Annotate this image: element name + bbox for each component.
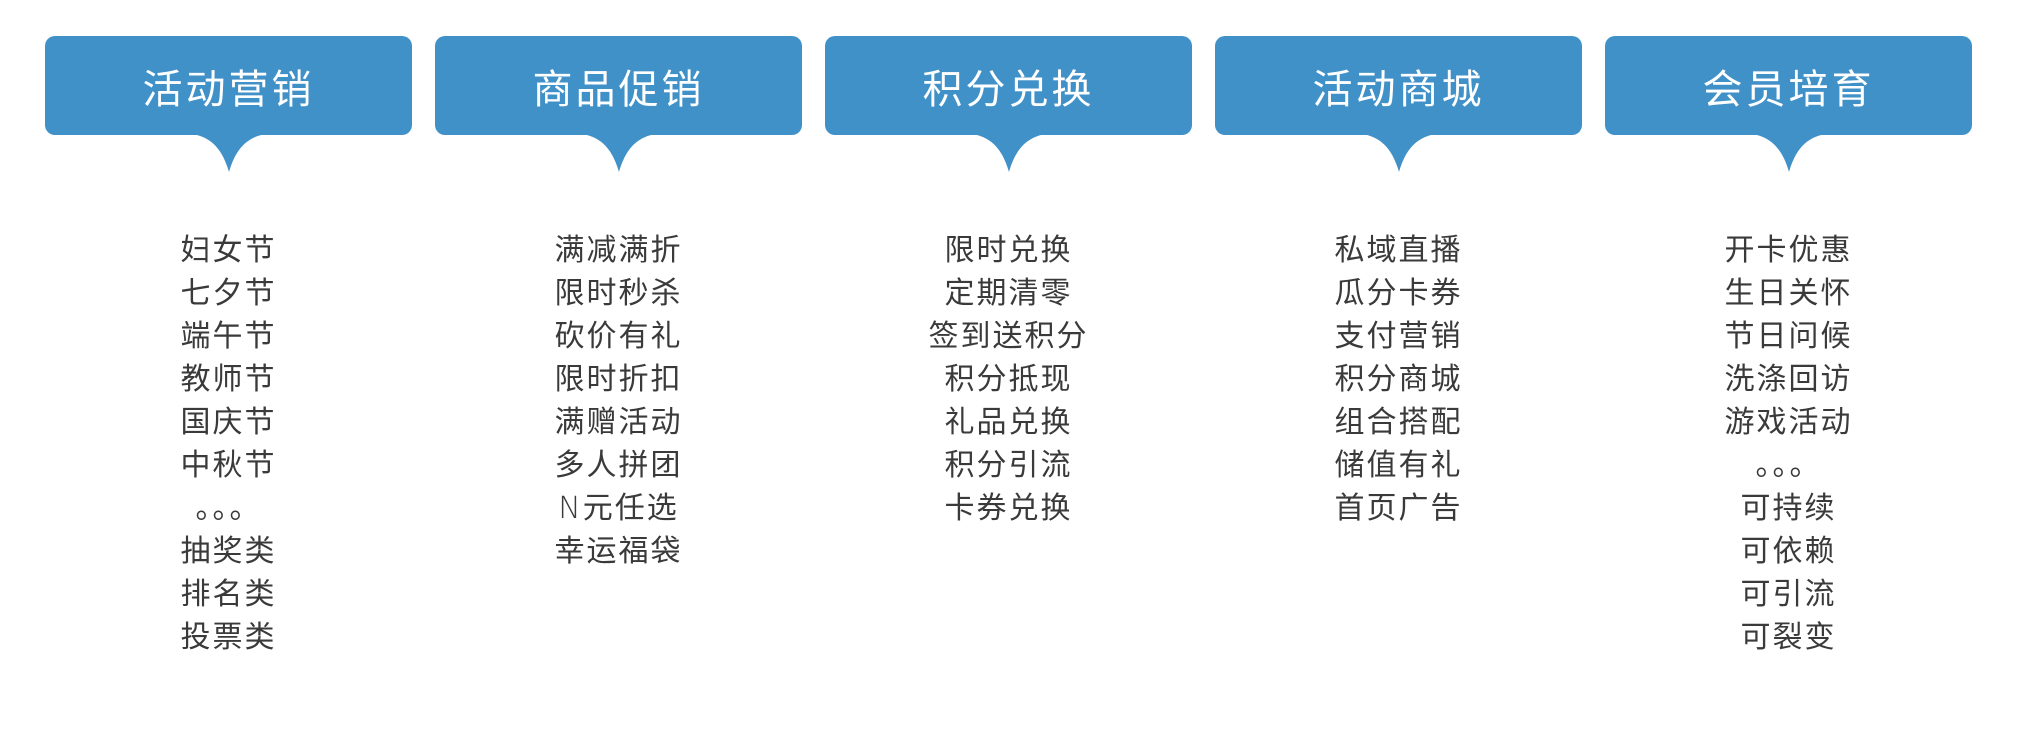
column-title-5: 会员培育 xyxy=(1702,66,1875,113)
item-list: 满减满折限时秒杀砍价有礼限时折扣满赠活动多人拼团 N元任选幸运福袋 xyxy=(555,229,683,573)
list-item: 端午节 xyxy=(180,319,277,354)
item-list: 妇女节七夕节端午节教师节国庆节中秋节。。。抽奖类排名类投票类 xyxy=(181,229,277,659)
list-item: 满赠活动 xyxy=(554,405,683,440)
callout-tab: 商品促销 xyxy=(435,36,802,135)
column-title-1: 活动营销 xyxy=(142,66,315,113)
list-item: 礼品兑换 xyxy=(944,405,1073,440)
list-item: 限时折扣 xyxy=(554,362,683,397)
list-item: 七夕节 xyxy=(180,276,277,311)
list-item: 可持续 xyxy=(1740,491,1837,526)
list-item: 开卡优惠 xyxy=(1724,233,1853,268)
list-item: 。。。 xyxy=(1755,448,1822,483)
list-item: 储值有礼 xyxy=(1334,448,1463,483)
column-title-3: 积分兑换 xyxy=(922,66,1095,113)
list-item: 生日关怀 xyxy=(1724,276,1853,311)
item-list: 开卡优惠生日关怀节日问候洗涤回访游戏活动。。。可持续可依赖可引流可裂变 xyxy=(1725,229,1853,659)
list-item: N元任选 xyxy=(558,491,679,526)
column-title-2: 商品促销 xyxy=(532,66,705,113)
list-item: 。。。 xyxy=(195,491,262,526)
list-item: 限时秒杀 xyxy=(554,276,683,311)
callout-tab: 活动营销 xyxy=(45,36,412,135)
list-item: 多人拼团 xyxy=(554,448,683,483)
list-item: 幸运福袋 xyxy=(554,534,683,569)
list-item: 定期清零 xyxy=(944,276,1073,311)
list-item: 卡券兑换 xyxy=(944,491,1073,526)
item-list: 限时兑换定期清零签到送积分积分抵现礼品兑换积分引流卡券兑换 xyxy=(929,229,1089,530)
callout-pointer-icon xyxy=(582,134,655,172)
list-item: 私域直播 xyxy=(1334,233,1463,268)
feature-column: 商品促销 满减满折限时秒杀砍价有礼限时折扣满赠活动多人拼团 N元任选幸运福袋 xyxy=(435,36,802,659)
callout-pointer-icon xyxy=(192,134,265,172)
list-item: 瓜分卡券 xyxy=(1334,276,1463,311)
list-item: 游戏活动 xyxy=(1724,405,1853,440)
list-item: 可引流 xyxy=(1740,577,1837,612)
list-item: 可裂变 xyxy=(1740,620,1837,655)
feature-column: 积分兑换 限时兑换定期清零签到送积分积分抵现礼品兑换积分引流卡券兑换 xyxy=(825,36,1192,659)
list-item: 投票类 xyxy=(180,620,277,655)
list-item: 妇女节 xyxy=(180,233,277,268)
list-item: 限时兑换 xyxy=(944,233,1073,268)
list-item: 积分抵现 xyxy=(944,362,1073,397)
feature-column: 活动营销 妇女节七夕节端午节教师节国庆节中秋节。。。抽奖类排名类投票类 xyxy=(45,36,412,659)
list-item: 教师节 xyxy=(180,362,277,397)
columns: 活动营销 妇女节七夕节端午节教师节国庆节中秋节。。。抽奖类排名类投票类 商品促销… xyxy=(45,36,1972,659)
list-item: 可依赖 xyxy=(1740,534,1837,569)
list-item: 洗涤回访 xyxy=(1724,362,1853,397)
list-item: 积分引流 xyxy=(944,448,1073,483)
column-title-4: 活动商城 xyxy=(1312,66,1485,113)
list-item: 满减满折 xyxy=(554,233,683,268)
list-item: 支付营销 xyxy=(1334,319,1463,354)
list-item: 砍价有礼 xyxy=(554,319,683,354)
callout-tab: 会员培育 xyxy=(1605,36,1972,135)
feature-column: 会员培育 开卡优惠生日关怀节日问候洗涤回访游戏活动。。。可持续可依赖可引流可裂变 xyxy=(1605,36,1972,659)
list-item: 抽奖类 xyxy=(180,534,277,569)
feature-column: 活动商城 私域直播瓜分卡券支付营销积分商城组合搭配储值有礼首页广告 xyxy=(1215,36,1582,659)
callout-pointer-icon xyxy=(1362,134,1435,172)
item-list: 私域直播瓜分卡券支付营销积分商城组合搭配储值有礼首页广告 xyxy=(1335,229,1463,530)
list-item: 积分商城 xyxy=(1334,362,1463,397)
list-item: 排名类 xyxy=(180,577,277,612)
list-item: 组合搭配 xyxy=(1334,405,1463,440)
list-item: 签到送积分 xyxy=(928,319,1089,354)
callout-tab: 活动商城 xyxy=(1215,36,1582,135)
list-item: 节日问候 xyxy=(1724,319,1853,354)
callout-tab: 积分兑换 xyxy=(825,36,1192,135)
callout-pointer-icon xyxy=(1752,134,1825,172)
list-item: 中秋节 xyxy=(180,448,277,483)
list-item: 国庆节 xyxy=(180,405,277,440)
list-item: 首页广告 xyxy=(1334,491,1463,526)
callout-pointer-icon xyxy=(972,134,1045,172)
